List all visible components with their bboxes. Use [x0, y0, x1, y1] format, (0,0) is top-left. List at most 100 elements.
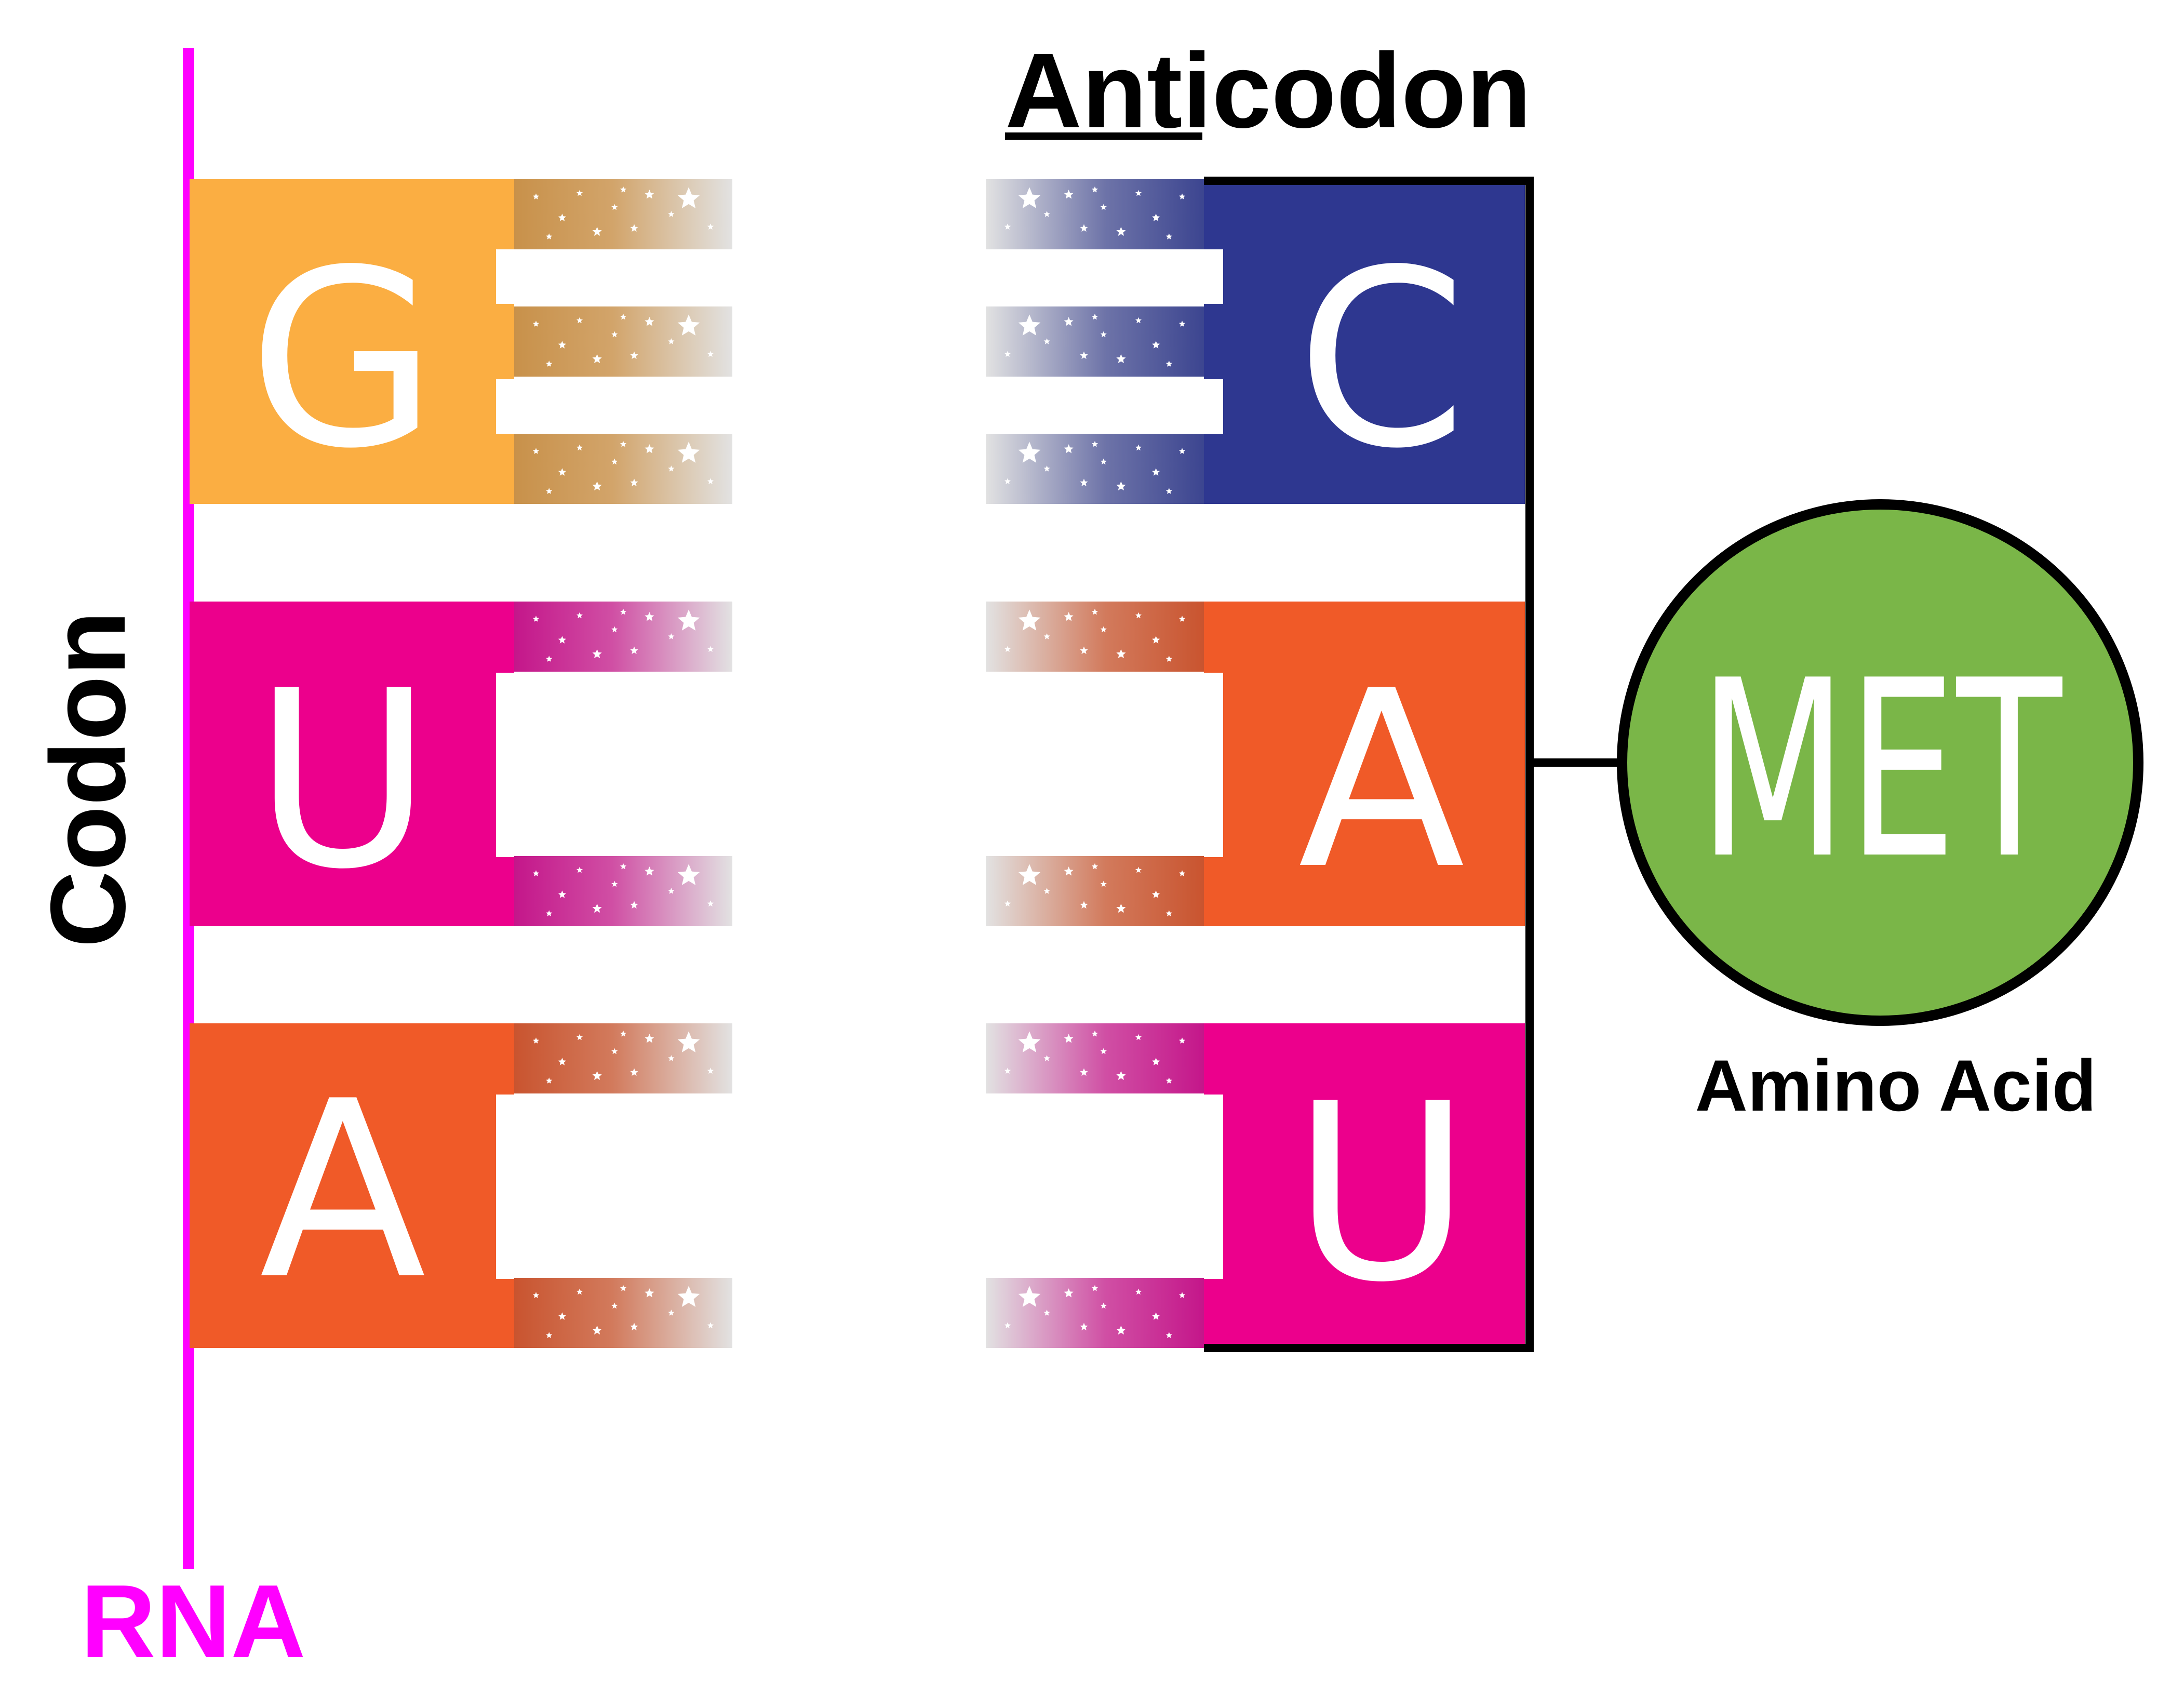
- sparkle-star: [1004, 1068, 1011, 1074]
- codon-base-block: [190, 602, 514, 926]
- sparkle-star: [576, 190, 583, 196]
- sparkle-star: [1004, 351, 1011, 357]
- sparkle-star: [1135, 317, 1142, 324]
- sparkle-star: [1165, 1077, 1172, 1084]
- sparkle-star: [1018, 864, 1041, 885]
- sparkle-star: [630, 351, 638, 359]
- sparkle-star: [1116, 1071, 1126, 1080]
- sparkle-star: [620, 1030, 627, 1037]
- sparkle-star: [1043, 465, 1050, 472]
- sparkle-star: [677, 609, 700, 631]
- sparkle-star: [630, 1068, 638, 1076]
- anticodon-base-block: [1204, 1023, 1525, 1348]
- amino-acid-name: MET: [1698, 628, 2065, 912]
- sparkle-star: [1135, 1288, 1142, 1295]
- sparkle-star: [707, 223, 714, 230]
- sparkle-star: [532, 616, 540, 622]
- sparkle-star: [1116, 354, 1126, 363]
- sparkle-star: [707, 900, 714, 906]
- sparkle-star: [1004, 646, 1011, 652]
- sparkle-star: [546, 1077, 553, 1084]
- sparkle-star: [1080, 901, 1088, 909]
- sparkle-star: [1100, 458, 1107, 465]
- sparkle-star: [620, 186, 627, 193]
- sparkle-star: [1043, 633, 1050, 639]
- sparkle-star: [630, 478, 638, 486]
- sparkle-star: [677, 864, 700, 885]
- sparkle-star: [546, 656, 553, 662]
- sparkle-star: [611, 880, 618, 887]
- sparkle-star: [1004, 900, 1011, 906]
- sparkle-star: [1100, 626, 1107, 633]
- sparkle-star: [1100, 1048, 1107, 1055]
- sparkle-star: [1178, 193, 1186, 199]
- sparkle-star: [707, 351, 714, 357]
- sparkle-star: [668, 465, 675, 472]
- sparkle-star: [1080, 351, 1088, 359]
- sparkle-star: [1178, 616, 1186, 622]
- sparkle-star: [1004, 223, 1011, 230]
- sparkle-star: [645, 1288, 654, 1298]
- anticodon-base-c: C: [984, 179, 1525, 504]
- sparkle-star: [1165, 1332, 1172, 1338]
- sparkle-star: [1116, 481, 1126, 490]
- sparkle-star: [576, 612, 583, 619]
- sparkle-star: [668, 1055, 675, 1061]
- codon-base-g: G: [190, 179, 735, 504]
- sparkle-star: [558, 636, 566, 644]
- sparkle-star: [1100, 204, 1107, 210]
- sparkle-star: [645, 866, 654, 876]
- sparkle-star: [668, 1310, 675, 1316]
- sparkle-star: [645, 612, 654, 621]
- sparkle-star: [1018, 314, 1041, 336]
- sparkle-star: [576, 1288, 583, 1295]
- sparkle-star: [1116, 226, 1126, 236]
- codon-base-block: [190, 1023, 514, 1348]
- sparkle-star: [1091, 441, 1098, 447]
- sparkle-star: [532, 193, 540, 199]
- sparkle-star: [1080, 478, 1088, 486]
- sparkle-star: [630, 901, 638, 909]
- sparkle-star: [620, 608, 627, 615]
- anticodon-bases: C A U: [984, 179, 1525, 1348]
- sparkle-star: [1100, 1302, 1107, 1309]
- sparkle-star: [1116, 903, 1126, 913]
- sparkle-star: [558, 1058, 566, 1065]
- sparkle-star: [1152, 1312, 1160, 1320]
- sparkle-star: [1135, 612, 1142, 619]
- sparkle-star: [611, 204, 618, 210]
- sparkle-star: [611, 331, 618, 338]
- sparkle-star: [668, 888, 675, 894]
- sparkle-star: [1165, 910, 1172, 916]
- sparkle-star: [1004, 478, 1011, 484]
- sparkle-star: [677, 314, 700, 336]
- sparkle-star: [558, 468, 566, 476]
- sparkle-star: [1064, 444, 1074, 453]
- sparkle-star: [1064, 1288, 1074, 1298]
- sparkle-star: [532, 1037, 540, 1044]
- codon-base-gap: [496, 249, 735, 304]
- sparkle-star: [1064, 317, 1074, 326]
- anticodon-title: Anticodon: [1005, 31, 1531, 150]
- sparkle-star: [1018, 1031, 1041, 1052]
- sparkle-star: [1178, 1037, 1186, 1044]
- sparkle-star: [1043, 1310, 1050, 1316]
- sparkle-star: [1064, 190, 1074, 199]
- sparkle-star: [1043, 211, 1050, 217]
- sparkle-star: [1018, 442, 1041, 463]
- sparkle-star: [1018, 1286, 1041, 1307]
- sparkle-star: [645, 1034, 654, 1043]
- sparkle-star: [620, 1285, 627, 1291]
- sparkle-star: [677, 442, 700, 463]
- sparkle-star: [1116, 1325, 1126, 1335]
- sparkle-star: [1135, 866, 1142, 873]
- sparkle-star: [1080, 224, 1088, 232]
- codon-base-a: A: [190, 1023, 735, 1348]
- sparkle-star: [1091, 1285, 1098, 1291]
- anticodon-base-gap: [984, 1095, 1223, 1279]
- sparkle-star: [1116, 649, 1126, 658]
- sparkle-star: [645, 190, 654, 199]
- anticodon-base-gap: [984, 673, 1223, 857]
- anticodon-base-letter: C: [1296, 218, 1467, 502]
- sparkle-star: [592, 903, 602, 913]
